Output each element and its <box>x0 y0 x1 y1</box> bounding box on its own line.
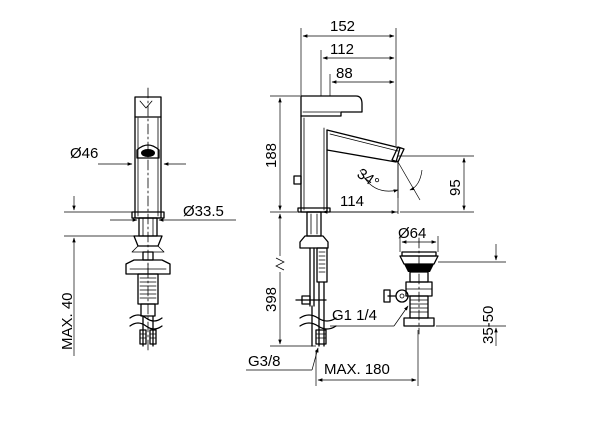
label-spout-reach-inner: 88 <box>336 65 353 82</box>
dim-hose-length: 398 <box>263 213 316 347</box>
label-max-drain: MAX. 180 <box>324 361 390 378</box>
label-shank-diameter: Ø33.5 <box>183 203 224 220</box>
label-outlet-reach: 114 <box>340 193 364 210</box>
side-spout <box>326 129 401 163</box>
dim-spout-angle: 34° <box>354 161 423 201</box>
label-total-length: 152 <box>330 18 355 35</box>
label-base-diameter: Ø46 <box>70 145 98 162</box>
front-break-mark <box>129 314 163 322</box>
side-popup-knob <box>293 175 302 185</box>
side-lever <box>300 95 363 117</box>
dim-waste-range: 35-50 <box>436 244 506 346</box>
dim-max-drain: MAX. 180 <box>315 330 419 386</box>
side-break-mark <box>299 314 337 322</box>
label-height: 188 <box>263 143 280 168</box>
label-spout-reach-mid: 112 <box>330 41 354 58</box>
dim-total-length: 152 <box>300 18 397 146</box>
dim-waste-plug-diameter: Ø64 <box>398 225 439 252</box>
front-lever-mark <box>139 100 153 109</box>
side-body <box>300 115 328 213</box>
front-spout-outlet <box>136 144 160 159</box>
label-waste-range: 35-50 <box>480 306 497 344</box>
dim-base-diameter: Ø46 <box>70 145 186 166</box>
dim-supply-thread: G3/8 <box>246 347 319 371</box>
label-outlet-height: 95 <box>447 179 464 196</box>
front-fixing-nut <box>125 259 171 275</box>
label-spout-angle: 34° <box>354 165 382 192</box>
dim-outlet-height: 95 <box>398 155 474 213</box>
dim-spout-reach-inner: 88 <box>329 65 395 96</box>
label-supply-thread: G3/8 <box>248 353 281 370</box>
dim-max-deck: MAX. 40 <box>59 196 140 356</box>
dim-outlet-reach: 114 <box>321 160 399 214</box>
side-threaded-rod <box>316 247 328 283</box>
label-waste-thread: G1 1/4 <box>332 307 377 324</box>
label-waste-plug-diameter: Ø64 <box>398 225 426 242</box>
label-max-deck: MAX. 40 <box>59 292 76 350</box>
dim-spout-reach-mid: 112 <box>320 41 395 96</box>
waste-assembly <box>383 237 439 335</box>
side-view <box>293 95 405 347</box>
dim-shank-diameter: Ø33.5 <box>110 203 236 222</box>
front-view <box>125 87 171 351</box>
label-hose-length: 398 <box>263 287 280 312</box>
dim-waste-thread: G1 1/4 <box>330 305 409 327</box>
dim-height: 188 <box>263 95 300 213</box>
